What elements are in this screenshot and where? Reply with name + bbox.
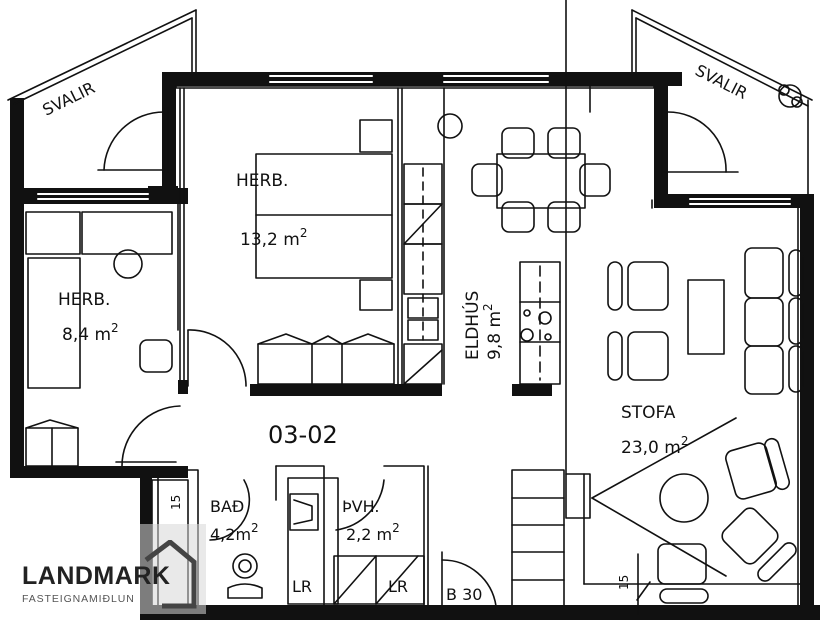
labels: HERB. 13,2 m2 HERB. 8,4 m2 ELDHÚS 9,8 m2… [39, 61, 750, 604]
house-icon [144, 540, 197, 609]
brand-logo: LANDMARK FASTEIGNAMIÐLUN [14, 540, 214, 612]
room-name-herb-large: HERB. [236, 171, 288, 191]
dining-table [471, 127, 611, 233]
lr-label-laundry: LR [388, 577, 408, 596]
bedroom-large-furniture [187, 119, 395, 387]
dimension-label-right: 15 [617, 575, 631, 590]
dimension-label-left: 15 [169, 495, 183, 510]
room-name-stofa: STOFA [621, 403, 676, 423]
balcony-left [7, 9, 197, 173]
room-area-eldhus: 9,8 m2 [481, 303, 505, 360]
brand-name: LANDMARK [22, 562, 171, 590]
room-name-eldhus: ELDHÚS [461, 291, 483, 360]
room-area-bad: 4,2m2 [210, 521, 259, 544]
lr-label-bath: LR [292, 577, 312, 596]
balcony-label-right: SVALIR [692, 61, 750, 103]
door-rating-label: B 30 [446, 585, 482, 604]
balcony-right [631, 9, 813, 195]
unit-number: 03-02 [268, 421, 338, 449]
room-area-pvh: 2,2 m2 [346, 521, 400, 544]
room-area-herb-large: 13,2 m2 [240, 226, 307, 250]
room-name-bad: BAÐ [210, 497, 244, 516]
brand-tagline: FASTEIGNAMIÐLUN [22, 593, 135, 605]
room-area-herb-small: 8,4 m2 [62, 321, 119, 345]
room-area-stofa: 23,0 m2 [621, 434, 688, 458]
living-furniture [511, 0, 804, 615]
windows [37, 75, 791, 205]
room-name-pvh: ÞVH. [342, 497, 379, 516]
bedroom-small-furniture [25, 211, 181, 467]
exterior-walls [10, 72, 820, 620]
room-name-herb-small: HERB. [58, 290, 110, 310]
interior-walls [21, 85, 799, 606]
balcony-label-left: SVALIR [39, 78, 97, 120]
dim-tick [636, 581, 651, 601]
